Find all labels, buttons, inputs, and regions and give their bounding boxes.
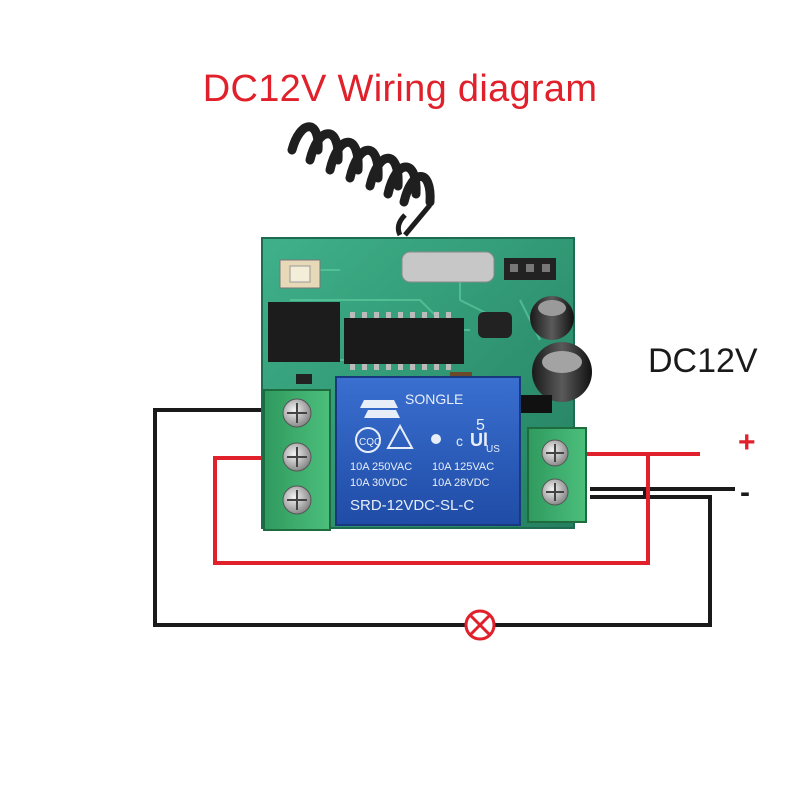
positive-terminal-label: + — [738, 426, 756, 459]
relay-rating-left-1: 10A 250VAC — [350, 461, 412, 473]
relay-cert-us: US — [486, 444, 500, 455]
relay-cert-c: c — [456, 433, 463, 449]
svg-text:Ul: Ul — [470, 430, 488, 450]
diagram-title: DC12V Wiring diagram — [202, 68, 598, 110]
relay-cert-cqc: CQC — [359, 437, 381, 448]
power-terminal-block — [527, 427, 587, 523]
negative-terminal-label: - — [740, 476, 750, 509]
relay-rating-right-1: 10A 125VAC — [432, 461, 494, 473]
relay-model: SRD-12VDC-SL-C — [350, 497, 474, 514]
supply-voltage-label: DC12V — [648, 342, 758, 380]
positive-wiring — [213, 452, 700, 565]
relay-brand: SONGLE — [405, 391, 463, 407]
relay-rating-left-2: 10A 30VDC — [350, 477, 408, 489]
output-terminal-block — [263, 389, 331, 531]
negative-wiring — [153, 408, 735, 627]
relay-rating-right-2: 10A 28VDC — [432, 477, 490, 489]
relay: SONGLE 5 CQC c Ul US 10A 250VAC 10A 30VD… — [335, 376, 521, 526]
coil-antenna-icon — [287, 122, 435, 237]
songle-logo-icon — [360, 400, 400, 418]
relay-number: 5 — [476, 417, 485, 434]
lamp-icon — [464, 609, 496, 641]
